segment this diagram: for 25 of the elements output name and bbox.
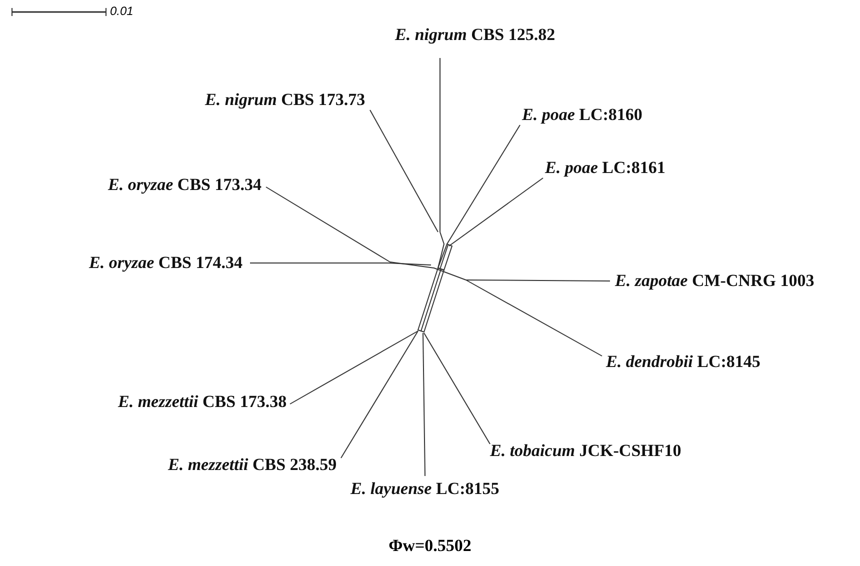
taxon-label: E. nigrum CBS 125.82	[395, 25, 556, 45]
branch-line	[446, 124, 520, 244]
taxon-label: E. poae LC:8160	[522, 105, 642, 125]
taxon-label: E. layuense LC:8155	[350, 479, 500, 499]
taxon-label: E. zapotae CM-CNRG 1003	[615, 271, 814, 291]
branch-line	[466, 280, 610, 282]
taxon-label: E. poae LC:8161	[545, 158, 666, 178]
taxon-label: E. oryzae CBS 173.34	[108, 175, 262, 195]
branch-line	[370, 110, 438, 232]
taxon-label: E. mezzettii CBS 238.59	[168, 455, 337, 475]
branch-line	[466, 280, 602, 356]
branch-line	[340, 330, 418, 458]
taxon-label: E. oryzae CBS 174.34	[89, 253, 242, 273]
branch-line	[266, 186, 390, 262]
branch-line	[424, 332, 490, 444]
taxon-label: E. nigrum CBS 173.73	[205, 90, 366, 110]
branch-line	[290, 330, 418, 404]
taxon-label: E. dendrobii LC:8145	[606, 352, 760, 372]
scale-label: 0.01	[110, 4, 134, 18]
taxon-label: E. mezzettii CBS 173.38	[118, 392, 287, 412]
branch-line	[250, 262, 388, 264]
branch-line	[448, 178, 544, 246]
branch-line	[422, 332, 426, 476]
taxon-label: E. tobaicum JCK-CSHF10	[490, 441, 682, 461]
caption: Φw=0.5502	[388, 536, 472, 555]
